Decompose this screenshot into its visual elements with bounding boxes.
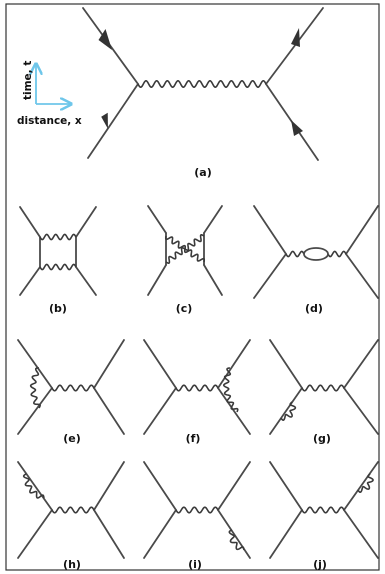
- fermion-line: [143, 509, 177, 559]
- fermion-line: [343, 509, 379, 559]
- fermion-line: [143, 339, 177, 389]
- diagram-h: (h): [17, 461, 125, 571]
- diagram-label-h: (h): [63, 558, 81, 571]
- fermion-line: [93, 339, 125, 389]
- diagram-i: (i): [143, 461, 251, 571]
- photon-self-energy-loop: [228, 529, 245, 551]
- photon-wavy-line: [165, 234, 205, 264]
- photon-wavy-line: [301, 384, 345, 392]
- fermion-line-bottom-left: [87, 83, 139, 159]
- fermion-line: [19, 266, 41, 296]
- fermion-line: [17, 509, 53, 559]
- diagram-f: (f): [143, 339, 251, 445]
- diagram-d: (d): [253, 205, 379, 315]
- arrowhead-bottom-right: [291, 120, 303, 136]
- time-axis-label: time, t: [22, 61, 34, 100]
- diagram-j: (j): [269, 461, 379, 571]
- diagram-label-b: (b): [49, 302, 67, 315]
- diagram-label-e: (e): [63, 432, 81, 445]
- diagram-e: (e): [17, 339, 125, 445]
- fermion-line: [217, 387, 251, 435]
- diagram-label-c: (c): [176, 302, 193, 315]
- fermion-line: [345, 205, 379, 255]
- photon-self-energy-loop: [29, 367, 41, 409]
- fermion-line: [269, 509, 303, 559]
- photon-wavy-line: [39, 263, 77, 271]
- arrowhead-top-left: [98, 29, 112, 50]
- fermion-line: [75, 266, 97, 296]
- fermion-line: [75, 206, 97, 238]
- fermion-line: [269, 461, 303, 511]
- photon-wavy-line: [175, 384, 219, 392]
- fermion-line: [93, 509, 125, 559]
- fermion-line: [203, 264, 223, 296]
- diagram-label-f: (f): [186, 432, 201, 445]
- fermion-line: [17, 461, 53, 511]
- photon-wavy-line: [175, 506, 219, 514]
- fermion-line: [93, 461, 125, 511]
- diagram-label-g: (g): [313, 432, 331, 445]
- photon-wavy-line: [301, 506, 345, 514]
- fermion-line: [253, 205, 287, 255]
- fermion-line: [269, 387, 303, 435]
- distance-axis-label: distance, x: [17, 115, 82, 127]
- diagram-g: (g): [269, 339, 379, 445]
- fermion-line: [203, 205, 223, 234]
- fermion-line: [269, 339, 303, 389]
- fermion-line: [217, 339, 251, 389]
- fermion-line: [343, 339, 379, 389]
- fermion-line: [343, 387, 379, 435]
- photon-self-energy-loop: [22, 473, 45, 499]
- fermion-line: [217, 461, 251, 511]
- diagram-label-d: (d): [305, 302, 323, 315]
- photon-wavy-line: [137, 80, 267, 88]
- fermion-loop: [303, 247, 329, 261]
- fermion-line: [143, 387, 177, 435]
- fermion-line: [147, 264, 167, 296]
- arrowhead-top-right: [291, 28, 300, 47]
- diagram-b: (b): [19, 206, 97, 315]
- photon-self-energy-loop: [280, 401, 297, 421]
- fermion-line: [143, 461, 177, 511]
- fermion-line-top-right: [265, 7, 324, 85]
- fermion-line: [147, 205, 167, 234]
- fermion-line: [93, 387, 125, 435]
- fermion-line: [217, 509, 251, 559]
- diagram-label-i: (i): [188, 558, 202, 571]
- photon-wavy-line: [39, 233, 77, 241]
- axes-indicator: time, t distance, x: [17, 61, 82, 127]
- photon-self-energy-loop: [222, 367, 239, 413]
- photon-wavy-line: [327, 250, 347, 258]
- diagram-label-a: (a): [194, 166, 211, 179]
- fermion-line: [343, 461, 379, 511]
- fermion-line: [19, 206, 41, 238]
- diagram-label-j: (j): [313, 558, 327, 571]
- photon-wavy-line: [51, 384, 95, 392]
- fermion-line: [253, 253, 287, 299]
- arrowhead-bottom-left: [101, 112, 108, 129]
- fermion-line: [345, 253, 379, 299]
- fermion-line: [17, 387, 53, 435]
- diagram-c: (c): [147, 205, 223, 315]
- fermion-line: [17, 339, 53, 389]
- photon-self-energy-loop: [357, 473, 374, 494]
- figure-frame: [5, 3, 380, 571]
- diagram-a: (a): [82, 7, 324, 179]
- photon-wavy-line: [285, 250, 305, 258]
- photon-wavy-line: [51, 506, 95, 514]
